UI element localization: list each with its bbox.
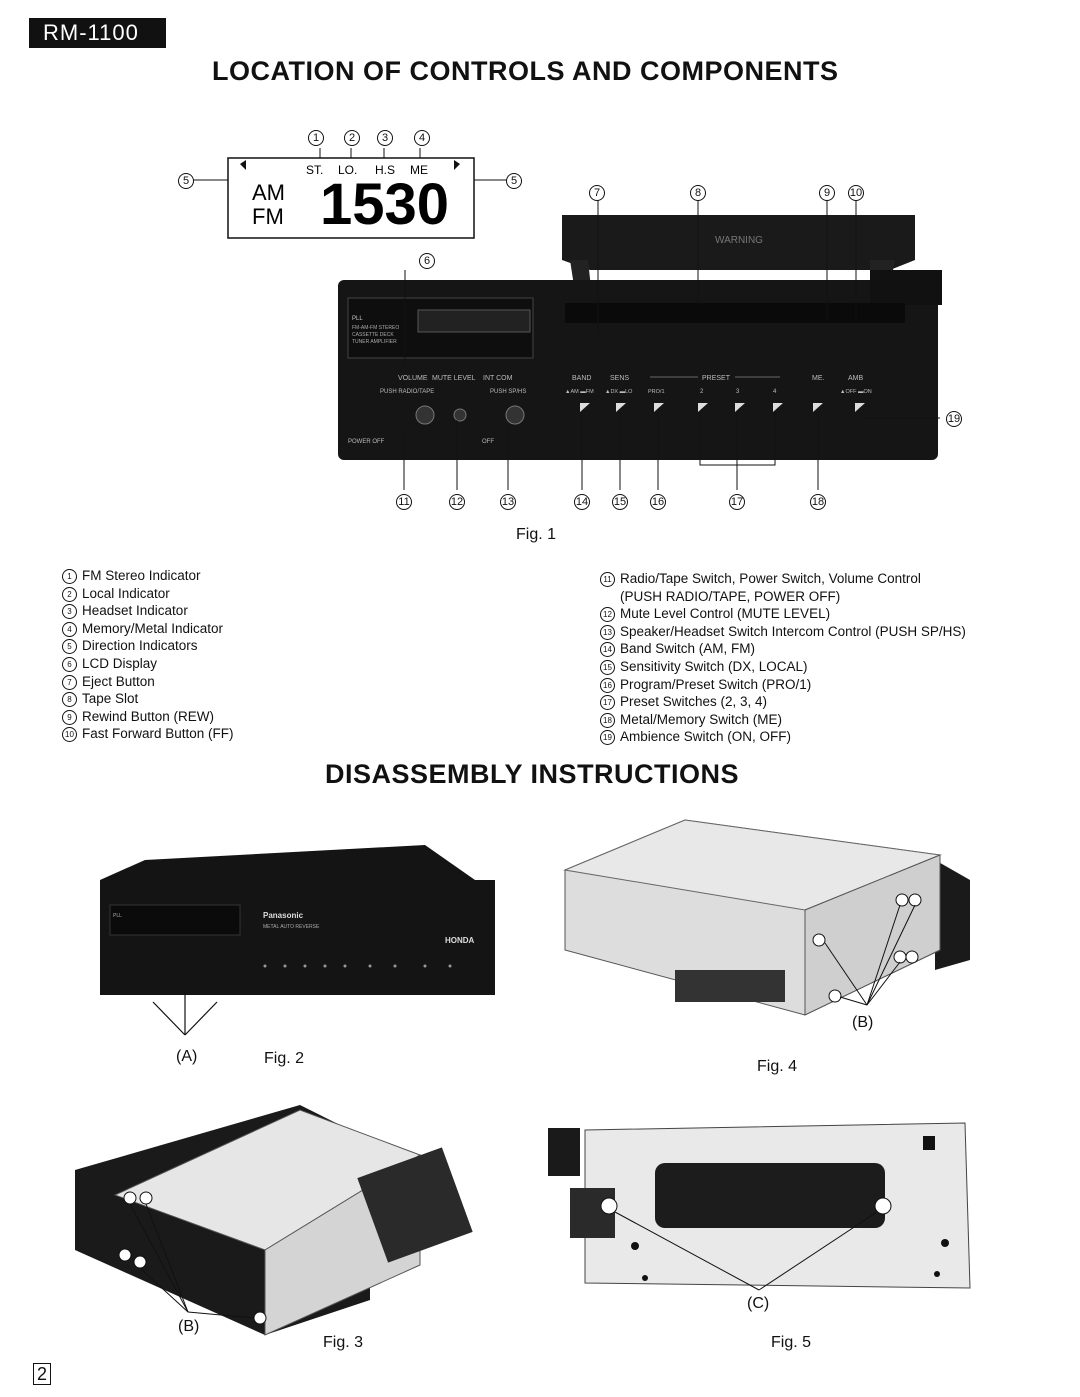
svg-text:Panasonic: Panasonic: [263, 911, 304, 920]
callout-8: 8: [690, 185, 706, 201]
callout-4: 4: [414, 130, 430, 146]
figure-1-illustration: ST. LO. H.S ME AM FM 1530 WARNING PLL FM…: [192, 148, 942, 490]
svg-text:PRESET: PRESET: [702, 375, 731, 382]
label-c: (C): [747, 1295, 770, 1312]
lcd-display: ST. LO. H.S ME AM FM 1530: [192, 148, 508, 239]
svg-text:TUNER AMPLIFIER: TUNER AMPLIFIER: [352, 339, 397, 345]
heading-controls: LOCATION OF CONTROLS AND COMPONENTS: [212, 56, 839, 86]
direction-right-indicator: [454, 160, 460, 170]
callout-19: 19: [946, 411, 962, 427]
svg-text:VOLUME: VOLUME: [398, 375, 428, 382]
callout-7: 7: [589, 185, 605, 201]
lcd-frequency: 1530: [320, 172, 449, 237]
callout-17: 17: [729, 494, 745, 510]
svg-text:3: 3: [736, 389, 740, 395]
lcd-indicator-st: ST.: [306, 163, 323, 177]
svg-text:CASSETTE DECK: CASSETTE DECK: [352, 332, 394, 338]
lcd-indicator-lo: LO.: [338, 163, 357, 177]
lcd-band-fm: FM: [252, 204, 284, 229]
svg-text:▲DX ▬LO: ▲DX ▬LO: [605, 389, 633, 395]
svg-text:HONDA: HONDA: [445, 936, 475, 945]
callout-15: 15: [612, 494, 628, 510]
callout-12: 12: [449, 494, 465, 510]
legend-item: (PUSH RADIO/TAPE, POWER OFF): [620, 588, 841, 604]
lcd-indicator-me: ME: [410, 163, 428, 177]
callout-14: 14: [574, 494, 590, 510]
callout-11: 11: [396, 494, 412, 510]
callout-9: 9: [819, 185, 835, 201]
heading-disassembly: DISASSEMBLY INSTRUCTIONS: [325, 759, 740, 789]
svg-text:PUSH RADIO/TAPE: PUSH RADIO/TAPE: [380, 389, 434, 395]
svg-text:OFF: OFF: [482, 439, 494, 445]
svg-text:▲OFF ▬ON: ▲OFF ▬ON: [840, 389, 872, 395]
svg-text:METAL AUTO REVERSE: METAL AUTO REVERSE: [263, 924, 320, 930]
fig-3-caption: Fig. 3: [323, 1334, 364, 1351]
svg-text:4: 4: [773, 389, 777, 395]
svg-text:PUSH SP/HS: PUSH SP/HS: [490, 389, 526, 395]
callout-1: 1: [308, 130, 324, 146]
figure-3-illustration: [75, 1105, 473, 1336]
svg-text:PLL: PLL: [352, 316, 363, 322]
figure-2-illustration: PLL Panasonic METAL AUTO REVERSE HONDA: [100, 845, 495, 1036]
callout-5-left: 5: [178, 173, 194, 189]
direction-left-indicator: [240, 160, 246, 170]
page-number: 2: [33, 1363, 52, 1385]
svg-text:PLL: PLL: [113, 913, 122, 919]
svg-text:MUTE LEVEL: MUTE LEVEL: [432, 375, 476, 382]
callout-3: 3: [377, 130, 393, 146]
fig-1-caption: Fig. 1: [516, 526, 557, 543]
label-b-fig4: (B): [852, 1014, 874, 1031]
svg-text:INT COM: INT COM: [483, 375, 513, 382]
svg-text:BAND: BAND: [572, 375, 591, 382]
figure-4-illustration: [563, 819, 970, 1016]
svg-text:SENS: SENS: [610, 375, 629, 382]
svg-text:AMB: AMB: [848, 375, 864, 382]
callout-2: 2: [344, 130, 360, 146]
svg-text:POWER OFF: POWER OFF: [348, 439, 385, 445]
svg-text:▲AM ▬FM: ▲AM ▬FM: [565, 389, 594, 395]
svg-text:FM-AM-FM STEREO: FM-AM-FM STEREO: [352, 325, 399, 331]
svg-text:ME.: ME.: [812, 375, 825, 382]
lcd-band-am: AM: [252, 180, 285, 205]
callout-16: 16: [650, 494, 666, 510]
front-panel: PLL FM-AM-FM STEREO CASSETTE DECK TUNER …: [338, 270, 942, 460]
figure-5-illustration: [548, 1122, 971, 1291]
callout-18: 18: [810, 494, 826, 510]
svg-text:WARNING: WARNING: [715, 235, 763, 246]
model-badge: RM-1100: [29, 18, 166, 48]
fig-2-caption: Fig. 2: [264, 1050, 305, 1067]
callout-10: 10: [848, 185, 864, 201]
callout-13: 13: [500, 494, 516, 510]
label-a: (A): [176, 1048, 198, 1065]
label-b-fig3: (B): [178, 1318, 200, 1335]
svg-text:2: 2: [700, 389, 704, 395]
callout-6: 6: [419, 253, 435, 269]
callout-5-right: 5: [506, 173, 522, 189]
fig-5-caption: Fig. 5: [771, 1334, 812, 1351]
lcd-indicator-hs: H.S: [375, 163, 395, 177]
fig-4-caption: Fig. 4: [757, 1058, 798, 1075]
svg-text:PRO/1: PRO/1: [648, 389, 665, 395]
